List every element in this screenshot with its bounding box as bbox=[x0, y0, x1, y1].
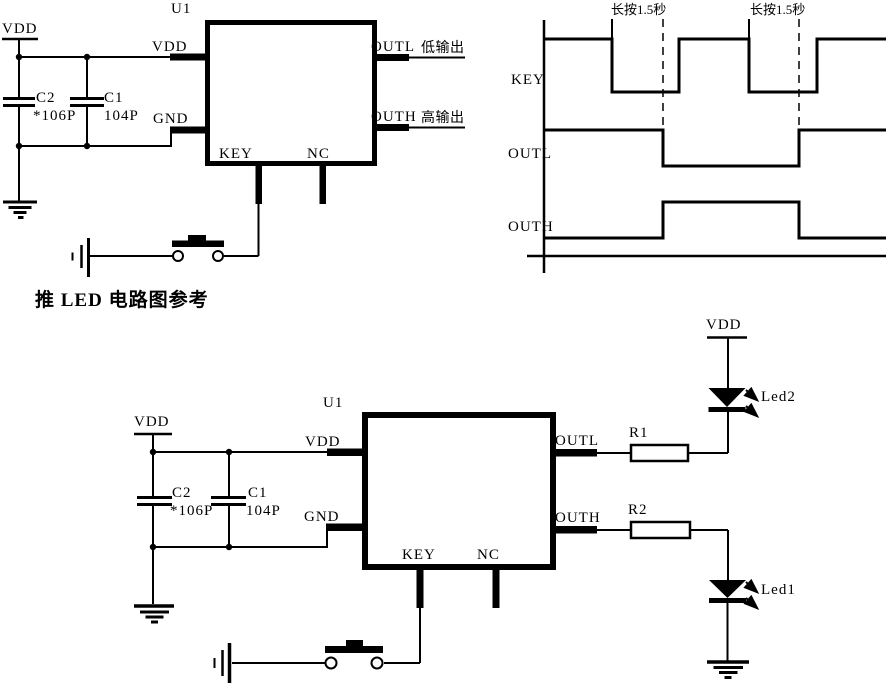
ic-u1 bbox=[170, 20, 409, 204]
pin-vdd-label: VDD bbox=[152, 39, 188, 55]
pin-gnd-label-2: GND bbox=[304, 509, 340, 525]
pin-gnd bbox=[170, 126, 208, 134]
c2-ref-label-2: C2 bbox=[172, 485, 192, 501]
c2-ref-label: C2 bbox=[36, 90, 56, 106]
circuit2 bbox=[134, 336, 760, 683]
vdd-power-label: VDD bbox=[2, 21, 38, 37]
pin-nc bbox=[319, 165, 326, 204]
pin-nc-label-2: NC bbox=[477, 547, 500, 563]
pin-gnd-2 bbox=[326, 523, 365, 531]
push-button-2 bbox=[324, 640, 384, 670]
key-waveform bbox=[544, 37, 886, 94]
pin-key bbox=[255, 165, 262, 204]
ground-icon bbox=[3, 200, 37, 219]
c1-ref-label-2: C1 bbox=[248, 485, 268, 501]
vdd-power-symbol-3 bbox=[707, 336, 747, 389]
long-press-note-2: 长按1.5秒 bbox=[750, 2, 806, 17]
wire-key bbox=[224, 204, 260, 257]
pin-outh-label: OUTH bbox=[371, 109, 417, 125]
ic-u1-2 bbox=[326, 412, 597, 608]
vdd-power-label-2: VDD bbox=[134, 414, 170, 430]
timing-diagram bbox=[527, 19, 886, 273]
press-edge-extensions bbox=[611, 19, 750, 40]
long-press-note-1: 长按1.5秒 bbox=[611, 2, 667, 17]
capacitor-c1-2 bbox=[211, 452, 246, 547]
resistor-r2 bbox=[629, 520, 692, 540]
resistor-r1 bbox=[629, 443, 690, 463]
outl-note-label: 低输出 bbox=[421, 41, 465, 56]
push-button bbox=[172, 235, 224, 262]
wire-r2-led1 bbox=[690, 529, 729, 580]
outh-note-label: 高输出 bbox=[421, 111, 465, 126]
pin-outh bbox=[377, 124, 409, 131]
led2-label: Led2 bbox=[761, 389, 796, 405]
pin-outl bbox=[377, 54, 409, 61]
pin-gnd-label: GND bbox=[153, 111, 189, 127]
ground-side-icon bbox=[71, 238, 90, 277]
outh-waveform bbox=[544, 200, 886, 240]
capacitor-c2-2 bbox=[137, 452, 172, 547]
capacitor-c2 bbox=[3, 57, 35, 201]
ic-ref-label-2: U1 bbox=[323, 395, 344, 411]
pin-vdd-label-2: VDD bbox=[305, 434, 341, 450]
section-title: 推 LED 电路图参考 bbox=[35, 290, 209, 311]
pin-outl-label: OUTL bbox=[371, 39, 415, 55]
pin-vdd bbox=[170, 53, 208, 61]
ground-icon-3 bbox=[707, 660, 749, 679]
pin-key-2 bbox=[416, 569, 424, 608]
c2-value-label: *106P bbox=[33, 108, 77, 124]
pin-outl-label-2: OUTL bbox=[555, 433, 599, 449]
pin-nc-label: NC bbox=[307, 146, 330, 162]
pin-nc-2 bbox=[492, 569, 500, 608]
circuit1 bbox=[2, 20, 465, 277]
c2-value-label-2: *106P bbox=[170, 503, 214, 519]
r1-label: R1 bbox=[629, 425, 649, 441]
ground-icon-2 bbox=[134, 604, 174, 624]
pin-vdd-2 bbox=[327, 448, 365, 456]
led1-icon bbox=[709, 578, 760, 611]
c1-ref-label: C1 bbox=[104, 90, 124, 106]
signal-outl-label: OUTL bbox=[508, 146, 552, 162]
ic-ref-label: U1 bbox=[171, 1, 192, 17]
wire-r1-led2 bbox=[688, 411, 729, 454]
r2-label: R2 bbox=[628, 502, 648, 518]
pin-outh-label-2: OUTH bbox=[555, 510, 601, 526]
signal-outh-label: OUTH bbox=[508, 219, 554, 235]
signal-key-label: KEY bbox=[511, 72, 545, 88]
pin-outh-2 bbox=[556, 526, 597, 534]
ground-side-icon-2 bbox=[213, 643, 232, 683]
vdd-power-label-3: VDD bbox=[706, 317, 742, 333]
led1-label: Led1 bbox=[761, 582, 796, 598]
c1-value-label-2: 104P bbox=[246, 503, 281, 519]
c1-value-label: 104P bbox=[104, 108, 139, 124]
outl-waveform bbox=[544, 128, 886, 168]
led2-icon bbox=[708, 386, 760, 419]
pin-key-label: KEY bbox=[219, 146, 253, 162]
junction-dots bbox=[15, 53, 91, 150]
wire-key-2 bbox=[384, 608, 421, 664]
pin-key-label-2: KEY bbox=[402, 547, 436, 563]
pin-outl-2 bbox=[556, 449, 597, 457]
capacitor-c1 bbox=[70, 57, 104, 146]
